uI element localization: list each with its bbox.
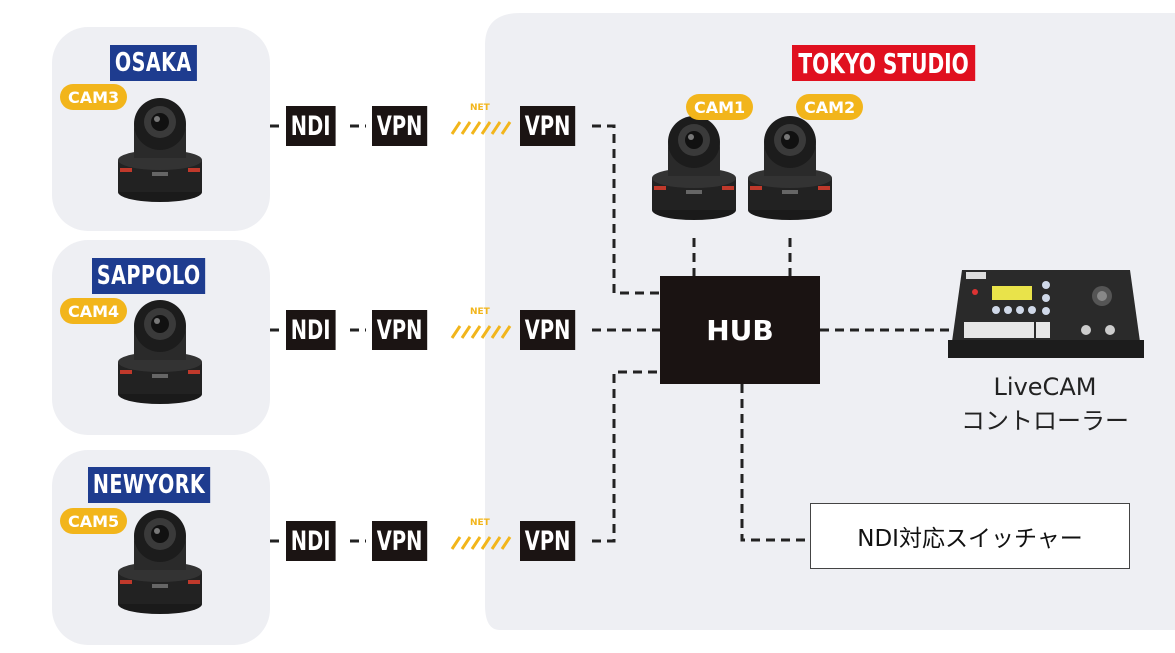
net-links (450, 121, 512, 550)
vpn-tag-row2-left: VPN (372, 310, 428, 350)
site-title-newyork: NEWYORK (88, 467, 211, 503)
hub-label: HUB (706, 313, 774, 347)
cam-badge-cam2: CAM2 (796, 94, 864, 120)
site-title-sappolo: SAPPOLO (92, 258, 206, 294)
ndi-switcher-label: NDI対応スイッチャー (857, 526, 1083, 552)
connection-lines (270, 124, 950, 543)
vpn-tag-row1-left: VPN (372, 106, 428, 146)
tokyo-studio-panel (485, 13, 1175, 630)
cam-badge-cam1: CAM1 (686, 94, 754, 120)
site-title-osaka: OSAKA (110, 45, 197, 81)
livecam-controller-icon (948, 270, 1144, 358)
net-label-row3: NET (470, 518, 490, 528)
net-label-row1: NET (470, 103, 490, 113)
cam-badge-cam3: CAM3 (60, 84, 128, 110)
controller-label-line2: コントローラー (961, 407, 1129, 435)
cam-badge-cam4: CAM4 (60, 298, 128, 324)
controller-label: LiveCAM コントローラー (935, 370, 1155, 438)
ndi-switcher-box: NDI対応スイッチャー (810, 503, 1130, 569)
net-label-row2: NET (470, 307, 490, 317)
ndi-tag-row1: NDI (286, 106, 336, 146)
vpn-tag-row3-left: VPN (372, 521, 428, 561)
hub-box: HUB (660, 276, 820, 384)
ndi-tag-row3: NDI (286, 521, 336, 561)
vpn-tag-row1-right: VPN (520, 106, 576, 146)
vpn-tag-row3-right: VPN (520, 521, 576, 561)
cam-badge-cam5: CAM5 (60, 508, 128, 534)
ndi-tag-row2: NDI (286, 310, 336, 350)
studio-title: TOKYO STUDIO (792, 45, 976, 81)
vpn-tag-row2-right: VPN (520, 310, 576, 350)
controller-label-line1: LiveCAM (993, 373, 1097, 401)
